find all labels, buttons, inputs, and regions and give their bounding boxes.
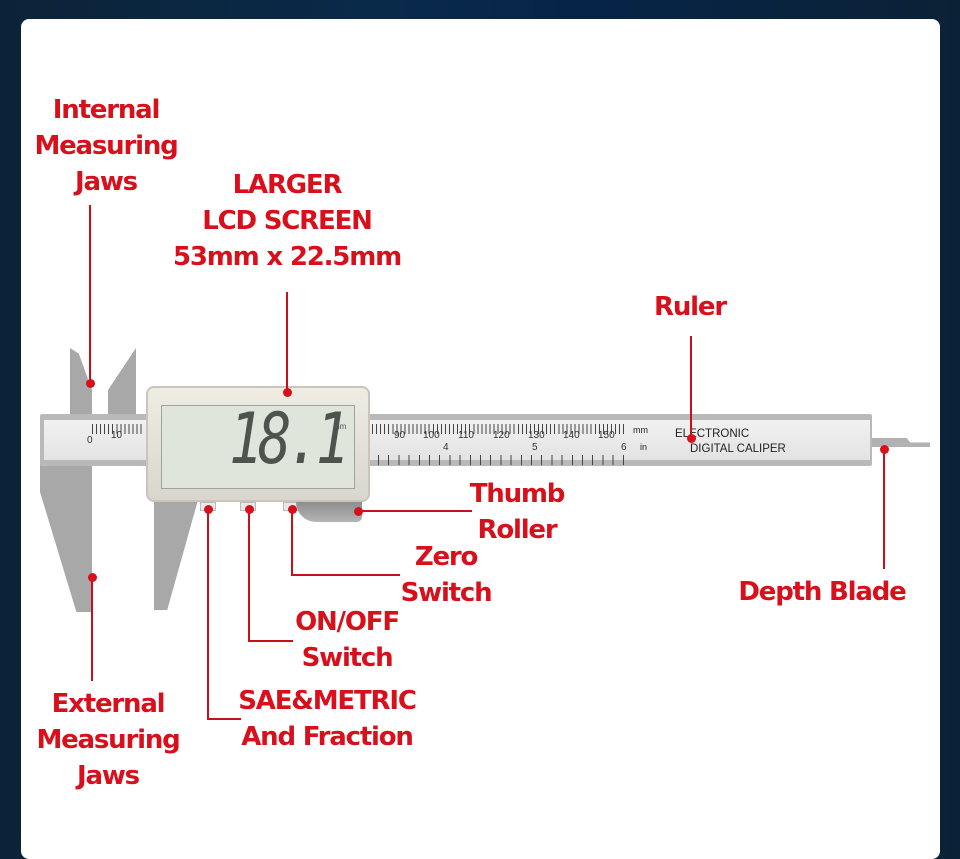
dot-roller: [354, 507, 363, 516]
depth-blade: [872, 438, 930, 447]
label-line: And Fraction: [241, 722, 414, 752]
leader-depth: [883, 449, 885, 569]
label-line: Switch: [301, 643, 394, 673]
dot-depth: [880, 445, 889, 454]
label-thumb-roller: Thumb Roller: [458, 476, 576, 548]
label-line: SAE&METRIC: [238, 686, 417, 716]
unit-in: in: [640, 442, 648, 452]
mm-label: 130: [528, 430, 545, 441]
inch-ticks: [378, 455, 628, 465]
lcd-reading: 18.1: [229, 398, 349, 480]
label-depth-blade: Depth Blade: [738, 577, 906, 607]
leader-sae-h: [207, 718, 241, 720]
label-line: Roller: [477, 515, 558, 545]
brand-line2: DIGITAL CALIPER: [690, 443, 786, 455]
mm-label: 120: [493, 430, 510, 441]
mm-ticks: [372, 424, 624, 434]
label-sae-metric: SAE&METRIC And Fraction: [236, 683, 418, 755]
mm-label: 140: [563, 430, 580, 441]
leader-onoff-h: [248, 640, 293, 642]
dot-external-jaws: [88, 573, 97, 582]
label-on-off-switch: ON/OFF Switch: [288, 604, 406, 676]
leader-lcd: [286, 292, 288, 392]
label-line: Measuring: [36, 725, 180, 755]
label-line: Jaws: [75, 167, 138, 197]
dot-sae: [204, 505, 213, 514]
label-line: Zero: [414, 542, 479, 572]
label-line: LCD SCREEN: [202, 206, 373, 236]
leader-internal-jaws: [89, 205, 91, 383]
zero-mark: 0: [87, 435, 93, 446]
label-line: Jaws: [77, 761, 140, 791]
mm-label: 100: [423, 430, 440, 441]
label-line: Thumb: [469, 479, 566, 509]
label-external-jaws: External Measuring Jaws: [20, 686, 196, 794]
label-line: LARGER: [232, 170, 343, 200]
dot-ruler: [687, 434, 696, 443]
inch-label: 6: [621, 442, 627, 453]
inch-label: 4: [443, 442, 449, 453]
lcd-screen: [161, 405, 355, 489]
label-line: Measuring: [34, 131, 178, 161]
leader-ruler: [690, 336, 692, 438]
label-line: ON/OFF: [295, 607, 400, 637]
leader-onoff-v: [248, 509, 250, 641]
label-line: 53mm x 22.5mm: [173, 242, 402, 272]
mm-ticks-left: [92, 424, 144, 434]
label-zero-switch: Zero Switch: [396, 539, 496, 611]
leader-sae-v: [207, 509, 209, 719]
thumb-roller[interactable]: [296, 502, 362, 522]
inch-label: 5: [532, 442, 538, 453]
label-internal-jaws: Internal Measuring Jaws: [20, 92, 192, 200]
unit-mm: mm: [633, 425, 648, 435]
label-line: External: [51, 689, 166, 719]
label-ruler: Ruler: [654, 292, 727, 322]
mm-label: 90: [394, 430, 406, 441]
mm-label: 110: [458, 430, 474, 441]
leader-zero-v: [291, 509, 293, 575]
dot-zero: [288, 505, 297, 514]
mm-label: 150: [598, 430, 615, 441]
mm-label: 10: [111, 430, 123, 441]
dot-lcd: [283, 388, 292, 397]
leader-roller: [358, 510, 472, 512]
leader-external-jaws: [91, 577, 93, 681]
lcd-unit: mm: [333, 422, 347, 431]
label-line: Switch: [400, 578, 493, 608]
label-lcd-screen: LARGER LCD SCREEN 53mm x 22.5mm: [160, 167, 414, 275]
label-line: Internal: [52, 95, 161, 125]
leader-zero-h: [291, 574, 400, 576]
dot-onoff: [245, 505, 254, 514]
dot-internal-jaws: [86, 379, 95, 388]
